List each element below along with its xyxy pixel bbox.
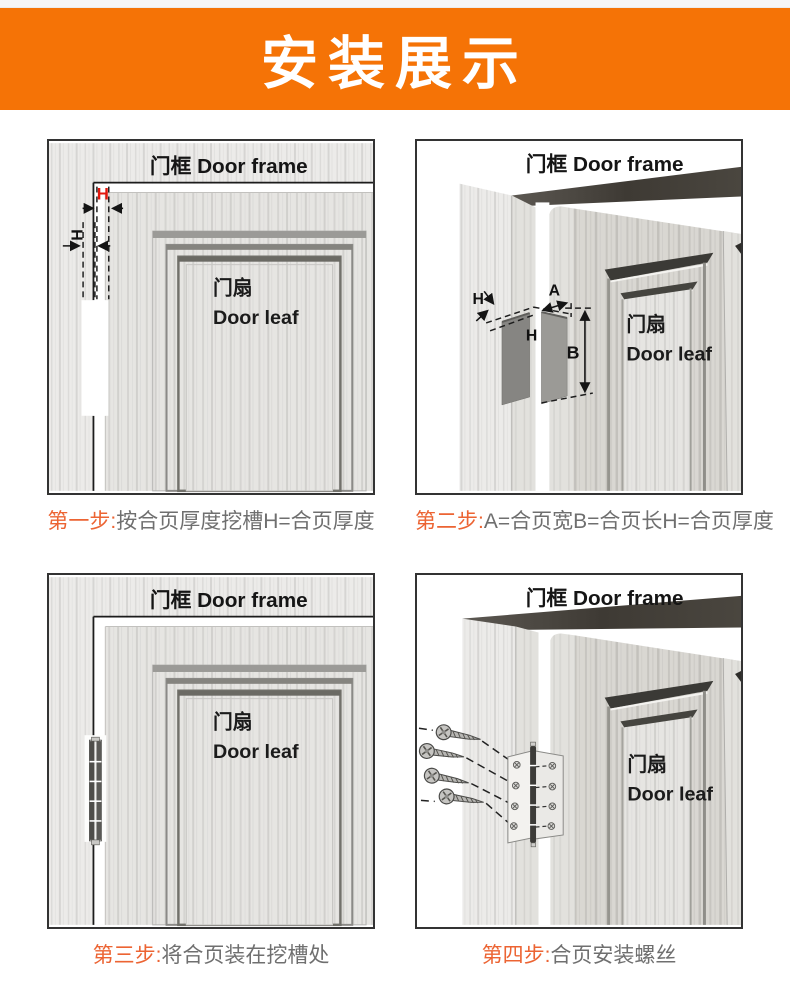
dimension-annotations: H H <box>62 184 124 300</box>
screw-guide-lines <box>418 727 513 824</box>
hinge-hole-screw <box>512 761 521 769</box>
step-2-illustration: A H H B 门框 Door frame 门扇 Door leaf <box>417 143 741 491</box>
step-4: 门框 Door frame 门扇 Door leaf 第四步:合页安装螺丝 <box>415 573 743 1007</box>
door-leaf-label-zh: 门扇 <box>213 710 253 733</box>
hinge-hole-screw <box>510 822 518 830</box>
installed-hinge <box>84 735 107 846</box>
hinge-hole-screw <box>510 802 519 811</box>
dimension-h-rotated-label: H <box>68 229 85 240</box>
step-1-text: 按合页厚度挖槽H=合页厚度 <box>116 510 375 533</box>
step-4-panel: 门框 Door frame 门扇 Door leaf <box>415 573 743 929</box>
dimension-b-label: B <box>567 342 580 362</box>
door-frame-label: 门框 Door frame <box>526 152 684 176</box>
step-2-panel: A H H B 门框 Door frame 门扇 Door leaf <box>415 139 743 495</box>
dimension-h-red-label: H <box>97 184 109 203</box>
dimension-a-label: A <box>549 282 560 299</box>
hinge-hole-screw <box>548 762 557 770</box>
step-4-caption: 第四步:合页安装螺丝 <box>415 942 743 970</box>
lintel-board <box>511 166 741 207</box>
step-3-caption: 第三步:将合页装在挖槽处 <box>47 942 375 970</box>
hinge-hole-screw <box>547 822 556 830</box>
door-leaf-label-zh: 门扇 <box>627 753 667 776</box>
step-2-number: 第二步: <box>415 510 484 533</box>
hinge-hole-screw <box>548 782 557 791</box>
door-frame-label: 门框 Door frame <box>526 586 684 610</box>
hinge-mortise-cutout <box>81 300 109 416</box>
step-1-number: 第一步: <box>47 510 117 533</box>
step-3: 门框 Door frame 门扇 Door leaf 第三步:将合页装在挖槽处 <box>47 573 375 1007</box>
frame-column-front <box>459 183 512 491</box>
door-leaf-label-en: Door leaf <box>627 783 713 805</box>
hinge-plate <box>507 741 564 848</box>
hinge-hole-screw <box>548 802 557 811</box>
door-frame-label: 门框 Door frame <box>150 154 308 178</box>
step-4-number: 第四步: <box>481 944 551 967</box>
step-4-illustration: 门框 Door frame 门扇 Door leaf <box>417 577 741 925</box>
step-3-number: 第三步: <box>92 944 162 967</box>
door-leaf-label-en: Door leaf <box>213 307 299 329</box>
step-1-illustration: H H 门框 Door frame 门扇 Door leaf <box>49 143 373 493</box>
door-leaf-label-zh: 门扇 <box>213 276 253 299</box>
step-2: A H H B 门框 Door frame 门扇 Door leaf 第二步:A… <box>415 139 774 573</box>
door-leaf-label-zh: 门扇 <box>626 313 666 336</box>
step-2-caption: 第二步:A=合页宽B=合页长H=合页厚度 <box>415 508 774 536</box>
step-3-panel: 门框 Door frame 门扇 Door leaf <box>47 573 375 929</box>
step-2-text: A=合页宽B=合页长H=合页厚度 <box>483 510 774 533</box>
dimension-h2-label: H <box>526 328 537 345</box>
door-leaf-molding <box>152 664 367 927</box>
door-frame-label: 门框 Door frame <box>150 588 308 612</box>
lintel-board <box>462 595 741 631</box>
door-leaf-label-en: Door leaf <box>213 741 299 763</box>
step-1-panel: H H 门框 Door frame 门扇 Door leaf <box>47 139 375 495</box>
step-1: H H 门框 Door frame 门扇 Door leaf 第一步:按合页厚度… <box>47 139 375 573</box>
door-leaf-3d <box>550 633 741 925</box>
frame-column-front <box>462 618 516 925</box>
section-banner: 安装展示 <box>0 8 790 110</box>
step-3-text: 将合页装在挖槽处 <box>161 944 330 967</box>
door-leaf-molding <box>152 230 367 493</box>
hinge-hole-screw <box>511 781 520 790</box>
step-3-illustration: 门框 Door frame 门扇 Door leaf <box>49 577 373 927</box>
banner-title: 安装展示 <box>261 32 529 96</box>
door-leaf-label-en: Door leaf <box>626 343 712 365</box>
installation-steps-grid: H H 门框 Door frame 门扇 Door leaf 第一步:按合页厚度… <box>0 110 790 1007</box>
dimension-annotations: A H H B <box>473 282 593 404</box>
page-top-strip <box>0 0 790 8</box>
step-4-text: 合页安装螺丝 <box>550 944 677 967</box>
dimension-h-label: H <box>473 291 484 308</box>
hinge-groove <box>501 311 568 406</box>
step-1-caption: 第一步:按合页厚度挖槽H=合页厚度 <box>47 508 375 536</box>
